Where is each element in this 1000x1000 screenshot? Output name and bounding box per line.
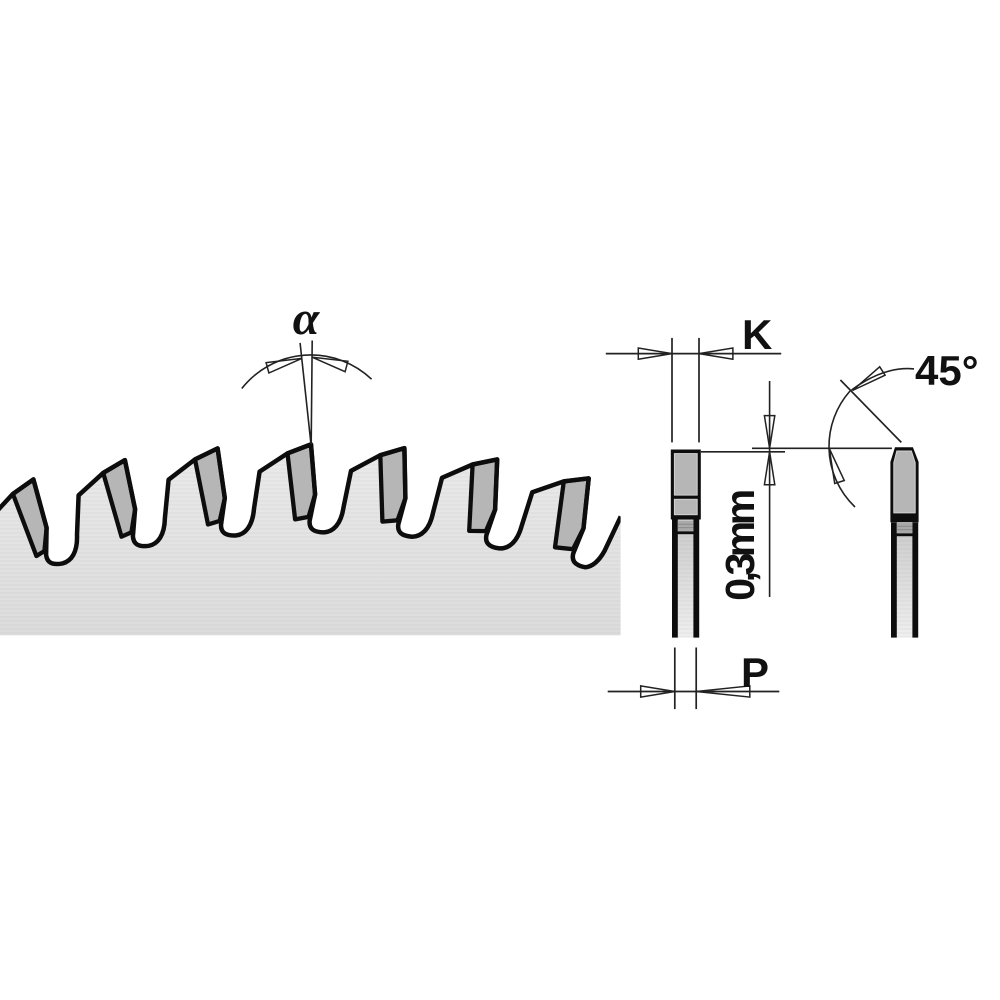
svg-text:K: K [742, 311, 772, 358]
svg-text:45°: 45° [915, 347, 979, 394]
svg-text:α: α [293, 292, 321, 345]
svg-text:P: P [741, 649, 769, 696]
svg-text:0,3mm: 0,3mm [717, 491, 763, 600]
